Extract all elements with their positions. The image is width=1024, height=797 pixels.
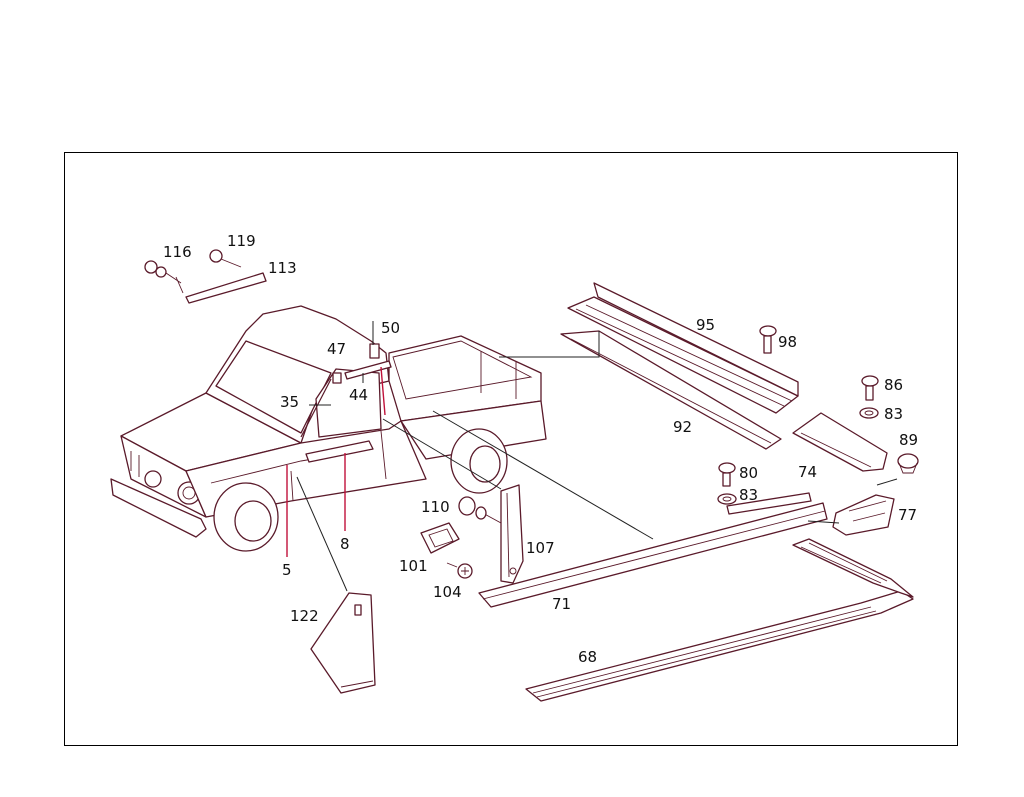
bolt-80 bbox=[718, 462, 736, 487]
rail-92 bbox=[560, 330, 782, 450]
pillar-107 bbox=[500, 484, 524, 584]
running-board-68 bbox=[525, 538, 914, 702]
label-83-upper: 83 bbox=[884, 405, 903, 423]
label-47: 47 bbox=[327, 340, 346, 358]
washer-83b bbox=[717, 493, 737, 505]
washer-83a bbox=[859, 407, 879, 419]
label-122: 122 bbox=[290, 607, 319, 625]
label-44: 44 bbox=[349, 386, 368, 404]
label-116: 116 bbox=[163, 243, 192, 261]
label-35: 35 bbox=[280, 393, 299, 411]
parts-diagram: 116 119 113 50 47 44 35 95 98 92 86 83 8… bbox=[110, 232, 919, 702]
label-8: 8 bbox=[340, 535, 350, 553]
sill-71 bbox=[478, 492, 828, 608]
label-77: 77 bbox=[898, 506, 917, 524]
label-74: 74 bbox=[798, 463, 817, 481]
plug-89 bbox=[897, 453, 919, 474]
label-98: 98 bbox=[778, 333, 797, 351]
label-68: 68 bbox=[578, 648, 597, 666]
label-110: 110 bbox=[421, 498, 450, 516]
label-101: 101 bbox=[399, 557, 428, 575]
bolt-98 bbox=[759, 325, 777, 354]
label-86: 86 bbox=[884, 376, 903, 394]
label-80: 80 bbox=[739, 464, 758, 482]
trim-strip-113 bbox=[144, 249, 267, 304]
label-92: 92 bbox=[673, 418, 692, 436]
label-107: 107 bbox=[526, 539, 555, 557]
label-104: 104 bbox=[433, 583, 462, 601]
bracket-77 bbox=[832, 494, 895, 536]
clip-110 bbox=[458, 496, 502, 524]
label-95: 95 bbox=[696, 316, 715, 334]
label-119: 119 bbox=[227, 232, 256, 250]
label-5: 5 bbox=[282, 561, 292, 579]
part-labels: 116 119 113 50 47 44 35 95 98 92 86 83 8… bbox=[163, 232, 918, 666]
bracket-74 bbox=[792, 412, 888, 472]
lamp-101 bbox=[420, 522, 460, 554]
label-83-lower: 83 bbox=[739, 486, 758, 504]
label-89: 89 bbox=[899, 431, 918, 449]
label-113: 113 bbox=[268, 259, 297, 277]
diagram-frame: 116 119 113 50 47 44 35 95 98 92 86 83 8… bbox=[64, 152, 958, 746]
label-50: 50 bbox=[381, 319, 400, 337]
screw-104 bbox=[446, 562, 473, 579]
bolt-86 bbox=[861, 375, 879, 401]
label-71: 71 bbox=[552, 595, 571, 613]
mud-flap-122 bbox=[310, 592, 376, 694]
rail-95 bbox=[567, 282, 799, 414]
leader-lines bbox=[286, 321, 898, 592]
